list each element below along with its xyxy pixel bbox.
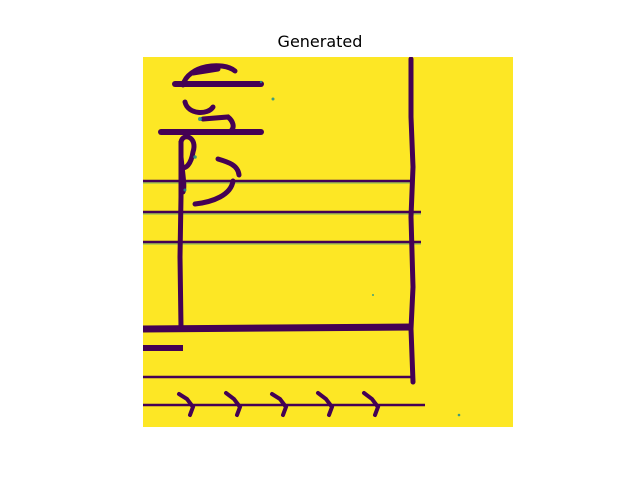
glyph-edges (183, 80, 461, 417)
figure-title: Generated (277, 32, 363, 51)
generated-image-canvas (143, 57, 513, 427)
scribble-glyph (158, 63, 264, 207)
staff-lines (143, 179, 425, 407)
arrow-marks (177, 391, 381, 417)
thick-bar (143, 323, 414, 333)
bar-line (408, 57, 416, 385)
generated-image (143, 57, 513, 427)
staff-line-edges (143, 182, 421, 245)
